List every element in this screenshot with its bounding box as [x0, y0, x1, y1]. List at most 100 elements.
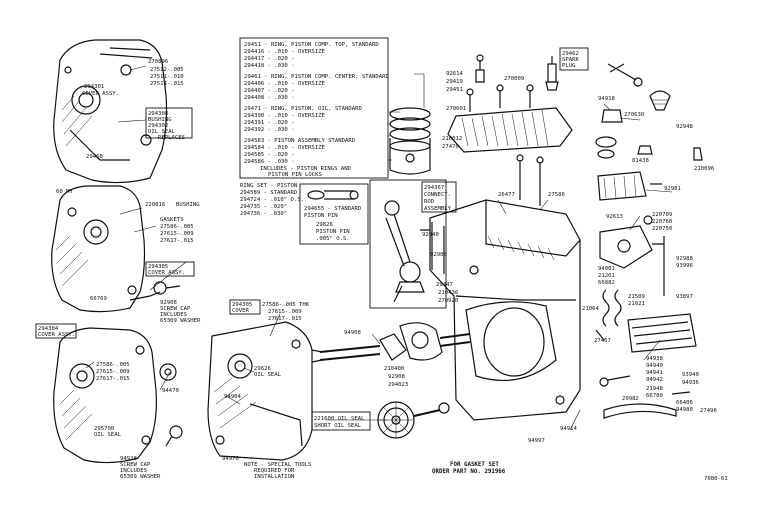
part-label: 29468 [86, 154, 103, 160]
part-label: 220760 [652, 219, 672, 225]
part-label: REPLACES [158, 135, 185, 141]
part-label: 65309 WASHER [120, 474, 161, 480]
part-label: 220816 [145, 202, 165, 208]
part-label: 93897 [676, 294, 693, 300]
part-label: PISTON PIN LOCKS [268, 172, 322, 178]
part-label: 294583 - PISTON ASSEMBLY STANDARD [244, 138, 356, 144]
part-label: 294586 - .030 - [244, 159, 295, 165]
part-label: 294417 - .020 - [244, 56, 295, 62]
cover-center-part [207, 321, 313, 461]
part-label: 66769 [90, 296, 107, 302]
part-label: INCLUDES [160, 312, 187, 318]
part-label: 21261 [598, 273, 615, 279]
part-label: OIL SEAL [148, 129, 176, 135]
leader-lines [85, 65, 673, 431]
part-label: 294023 [388, 382, 408, 388]
part-label: NOTE - SPECIAL TOOLS [244, 462, 311, 468]
rings-table: 29451 - RING, PISTON COMP. TOP, STANDARD… [239, 37, 389, 179]
part-label: OIL SEAL [94, 432, 122, 438]
cover-center-callout: 294305 COVER 27586-.005 THK 27615-.009 2… [222, 299, 311, 480]
part-label: 27470 [442, 144, 459, 150]
part-label: 94914 [560, 426, 577, 432]
part-label: 29626 [254, 366, 271, 372]
crankshaft-part [311, 322, 471, 363]
part-label: 94997 [528, 438, 545, 444]
part-label: 94942 [646, 377, 663, 383]
part-label: 294736 - .030" [240, 211, 287, 217]
piston-part [388, 73, 431, 175]
part-label: 27615-.009 [96, 369, 130, 375]
cylinder-head-part [447, 54, 573, 153]
part-label: 27586-.005 [160, 224, 194, 230]
part-label: 27615-.009 [268, 309, 302, 315]
right-parts [595, 109, 703, 341]
part-label: .005" O.S. [316, 236, 350, 242]
right-callouts: 94918 270630 92948 81438 210096 92981 92… [582, 96, 714, 344]
part-label: 210012 [442, 136, 462, 142]
part-label: 26477 [498, 192, 515, 198]
part-label: 66406 [676, 400, 693, 406]
part-label: 270896 [148, 59, 168, 65]
part-label: 94970 [222, 456, 239, 462]
part-label: 220709 [652, 212, 672, 218]
part-label: 294406 - .010 - OVERSIZE [244, 81, 325, 87]
part-label: 27617-.015 [268, 316, 302, 322]
part-label: COVER [232, 308, 249, 314]
part-label: 66882 [598, 280, 615, 286]
part-label: 294304 [38, 326, 59, 332]
part-label: INCLUDES - PISTON RINGS AND [260, 166, 352, 172]
part-label: 29451 - RING, PISTON COMP. TOP, STANDARD [244, 42, 379, 48]
part-label: 270920 [438, 298, 458, 304]
part-label: 94980 [676, 407, 693, 413]
part-label: 94936 [682, 380, 699, 386]
part-label: 294301 [84, 84, 104, 90]
part-label: COVER ASSY. [82, 91, 119, 97]
crankshaft-callout: 94908 210400 92908 294023 [344, 330, 408, 388]
part-label: 294305 [148, 264, 168, 270]
piston-pin-box: 294655 - STANDARD PISTON PIN 29826 PISTO… [299, 183, 369, 245]
part-label: SCREW CAP [120, 462, 151, 468]
part-label: 295700 [94, 426, 114, 432]
part-label: 66780 [646, 393, 663, 399]
part-label: 294367 [424, 185, 444, 191]
part-label: INSTALLATION [254, 474, 294, 480]
part-label: COVER ASSY. [38, 332, 75, 338]
part-label: 21021 [628, 301, 645, 307]
part-label: 27617-.015 [96, 376, 130, 382]
part-label: 27586 [548, 192, 565, 198]
part-label: PISTON PIN [316, 229, 350, 235]
part-label: 29451 [446, 87, 463, 93]
part-label: 94940 [646, 363, 663, 369]
part-label: 93996 [676, 263, 693, 269]
part-label: 94938 [646, 356, 663, 362]
part-label: 220750 [652, 226, 672, 232]
part-label: 21509 [628, 294, 645, 300]
part-label: 294584 - .010 - OVERSIZE [244, 145, 325, 151]
part-label: 92981 [664, 186, 681, 192]
part-label: RING SET - PISTON [240, 183, 297, 189]
part-label: INCLUDES [120, 468, 147, 474]
part-label: SCREW CAP [160, 306, 191, 312]
cover-top-callout: 270896 27512-.005 27511-.010 27514-.015 … [82, 59, 193, 160]
part-label: 294391 - .020 - [244, 120, 295, 126]
part-label: 294735 - .020" [240, 204, 287, 210]
part-label: COVER ASSY. [148, 270, 185, 276]
part-label: 294408 - .030 - [244, 95, 295, 101]
part-label: 294416 - .010 - OVERSIZE [244, 49, 325, 55]
connecting-rod-box: 294367 CONNECT. ROD ASSEMBLY 92940 [369, 179, 457, 309]
bottom-labels: 94914 94997 FOR GASKET SET ORDER PART NO… [432, 426, 728, 482]
part-label: 270601 [446, 106, 466, 112]
part-label: 60 MY [56, 189, 73, 195]
cover-mid-callout: 60 MY 220816 BUSHING GASKETS 27586-.005 … [56, 189, 201, 324]
part-label: 210436 [438, 290, 458, 296]
part-label: 21948 [646, 386, 663, 392]
part-label: PISTON PIN [304, 213, 338, 219]
part-label: 27617-.015 [160, 238, 194, 244]
part-label: 92908 [160, 300, 177, 306]
part-label: 94941 [646, 370, 663, 376]
part-label: 29982 [622, 396, 639, 402]
part-label: SHORT OIL SEAL [314, 423, 362, 429]
part-label: 27496 [700, 408, 717, 414]
part-label: 94904 [224, 394, 241, 400]
